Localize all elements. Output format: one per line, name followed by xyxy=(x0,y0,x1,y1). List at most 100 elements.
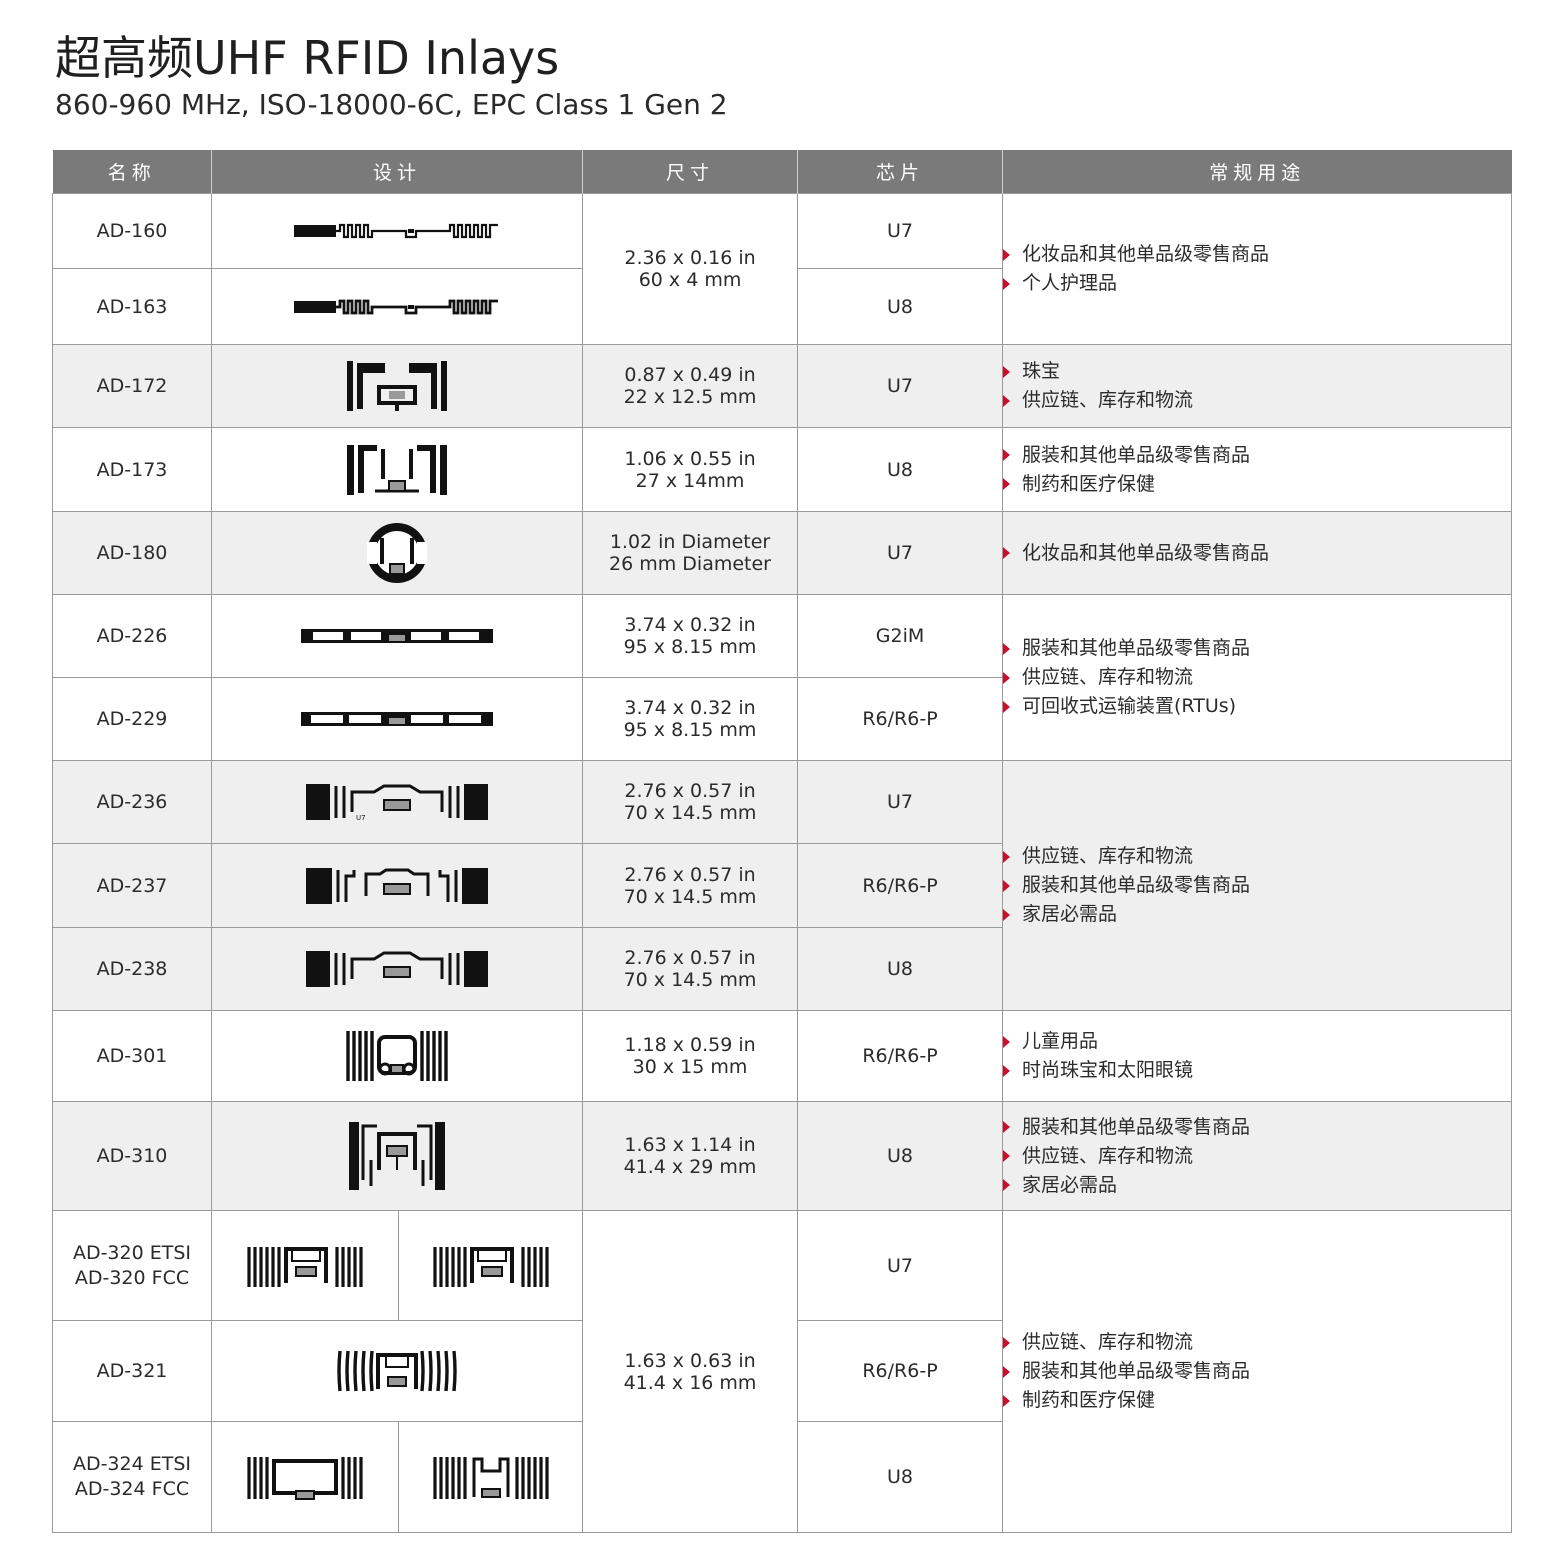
inlay-name-etsi: AD-320 ETSI xyxy=(72,1241,192,1264)
size-inches: 3.74 x 0.32 in xyxy=(624,614,756,636)
size-inches: 3.74 x 0.32 in xyxy=(624,697,756,719)
table-row: AD-229 3.74 x 0.32 in 95 x 8.15 mm R6/R6… xyxy=(52,677,1512,761)
usage-text: 服装和其他单品级零售商品 xyxy=(1022,637,1251,659)
inlay-size: 0.87 x 0.49 in 22 x 12.5 mm xyxy=(582,344,799,428)
usage-text: 服装和其他单品级零售商品 xyxy=(1022,1360,1251,1382)
usage-text: 个人护理品 xyxy=(1022,272,1118,294)
usage-text: 供应链、库存和物流 xyxy=(1022,845,1194,867)
inlay-chip: U8 xyxy=(797,927,1004,1011)
inlay-chip: G2iM xyxy=(797,594,1004,678)
inlay-size: 2.36 x 0.16 in 60 x 4 mm xyxy=(582,193,799,345)
size-inches: 1.63 x 0.63 in xyxy=(624,1349,756,1372)
usage-item: 时尚珠宝和太阳眼镜 xyxy=(1003,1056,1511,1085)
inlay-chip: R6/R6-P xyxy=(797,677,1004,761)
table-row: AD-173 1.06 x 0.55 in 27 x 14mm U8 xyxy=(52,427,1513,512)
bullet-triangle-icon xyxy=(1003,449,1011,461)
usage-item: 供应链、库存和物流 xyxy=(1003,663,1511,692)
inlay-name: AD-226 xyxy=(52,594,212,678)
inlay-design-fcc xyxy=(397,1210,584,1321)
inlay-name-fcc: AD-320 FCC xyxy=(74,1266,190,1289)
usage-text: 制药和医疗保健 xyxy=(1022,1389,1156,1411)
size-mm: 95 x 8.15 mm xyxy=(623,719,757,741)
bullet-triangle-icon xyxy=(1003,394,1011,407)
ad320-etsi-inlay-image xyxy=(247,1246,363,1287)
inlay-name: AD-172 xyxy=(52,344,212,428)
ad238-inlay-image xyxy=(306,951,488,987)
size-mm: 26 mm Diameter xyxy=(609,553,771,575)
usage-item: 儿童用品 xyxy=(1003,1027,1511,1056)
usage-item: 化妆品和其他单品级零售商品 xyxy=(1003,539,1511,568)
bullet-triangle-icon xyxy=(1003,671,1011,684)
usage-item: 可回收式运输装置(RTUs) xyxy=(1003,692,1511,721)
usage-text: 化妆品和其他单品级零售商品 xyxy=(1022,243,1270,265)
bullet-triangle-icon xyxy=(1003,478,1011,490)
bullet-triangle-icon xyxy=(1003,908,1011,921)
inlay-design xyxy=(210,1320,584,1422)
usage-item: 服装和其他单品级零售商品 xyxy=(1003,441,1511,470)
inlay-design-etsi xyxy=(211,1210,399,1321)
inlay-usage: 供应链、库存和物流 服装和其他单品级零售商品 家居必需品 xyxy=(1002,760,1513,1011)
table-header-row: 名称 设计 尺寸 芯片 常规用途 xyxy=(52,150,1512,194)
inlay-name: AD-320 ETSI AD-320 FCC xyxy=(52,1210,212,1321)
usage-text: 供应链、库存和物流 xyxy=(1022,1144,1194,1167)
usage-text: 儿童用品 xyxy=(1022,1030,1099,1052)
inlay-design xyxy=(210,677,584,761)
inlay-size: 2.76 x 0.57 in 70 x 14.5 mm xyxy=(582,843,799,928)
inlay-chip: R6/R6-P xyxy=(797,1010,1004,1102)
inlay-name: AD-238 xyxy=(52,927,212,1011)
size-mm: 41.4 x 29 mm xyxy=(623,1156,757,1178)
usage-text: 供应链、库存和物流 xyxy=(1022,389,1194,411)
table-row: AD-236 U7 2.76 x 0.57 in 70 x 14.5 mm U7… xyxy=(52,760,1513,1011)
inlay-usage: 服装和其他单品级零售商品 供应链、库存和物流 家居必需品 xyxy=(1002,1101,1513,1211)
ad180-inlay-image xyxy=(367,523,427,583)
size-inches: 1.02 in Diameter xyxy=(609,531,771,553)
inlay-name: AD-310 xyxy=(52,1101,212,1211)
inlay-size: 3.74 x 0.32 in 95 x 8.15 mm xyxy=(582,594,799,678)
usage-text: 家居必需品 xyxy=(1022,1173,1118,1196)
ad237-inlay-image xyxy=(306,867,488,904)
table-row: AD-226 3.74 x 0.32 in 95 x 8.15 mm G2iM … xyxy=(52,594,1513,761)
usage-text: 供应链、库存和物流 xyxy=(1022,1331,1194,1353)
ad324-fcc-inlay-image xyxy=(432,1457,549,1499)
chip-label: U7 xyxy=(356,814,366,822)
inlay-design xyxy=(210,193,584,269)
inlay-design: U7 xyxy=(210,760,584,844)
usage-item: 服装和其他单品级零售商品 xyxy=(1003,634,1511,663)
inlay-design xyxy=(210,1010,584,1102)
usage-item: 家居必需品 xyxy=(1003,1171,1511,1200)
size-inches: 0.87 x 0.49 in xyxy=(624,364,756,386)
ad229-inlay-image xyxy=(301,712,493,726)
ad321-inlay-image xyxy=(337,1350,457,1392)
table-row: AD-172 0.87 x 0.49 in 22 x 12.5 mm U7 珠宝 xyxy=(52,344,1513,428)
inlay-size: 1.63 x 1.14 in 41.4 x 29 mm xyxy=(582,1101,799,1211)
bullet-triangle-icon xyxy=(1003,1064,1011,1077)
ad301-inlay-image xyxy=(346,1031,448,1081)
usage-item: 化妆品和其他单品级零售商品 xyxy=(1003,240,1511,269)
usage-text: 可回收式运输装置(RTUs) xyxy=(1022,695,1237,717)
size-mm: 95 x 8.15 mm xyxy=(623,636,757,658)
usage-text: 服装和其他单品级零售商品 xyxy=(1022,443,1251,466)
size-inches: 2.36 x 0.16 in xyxy=(624,247,756,269)
page-title: 超高频UHF RFID Inlays xyxy=(55,31,560,85)
ad310-inlay-image xyxy=(349,1122,445,1190)
inlay-usage: 服装和其他单品级零售商品 供应链、库存和物流 可回收式运输装置(RTUs) xyxy=(1002,594,1513,761)
bullet-triangle-icon xyxy=(1003,642,1011,655)
page-subtitle: 860-960 MHz, ISO-18000-6C, EPC Class 1 G… xyxy=(55,88,728,121)
inlay-usage: 化妆品和其他单品级零售商品 个人护理品 xyxy=(1002,193,1513,345)
usage-text: 珠宝 xyxy=(1022,360,1061,382)
size-inches: 1.63 x 1.14 in xyxy=(624,1134,756,1156)
ad324-etsi-inlay-image xyxy=(247,1457,363,1500)
bullet-triangle-icon xyxy=(1003,547,1011,559)
inlay-name: AD-163 xyxy=(52,268,212,345)
size-inches: 2.76 x 0.57 in xyxy=(624,947,756,969)
inlay-size: 3.74 x 0.32 in 95 x 8.15 mm xyxy=(582,677,799,761)
ad320-fcc-inlay-image xyxy=(432,1246,549,1287)
header-design: 设计 xyxy=(211,150,584,194)
table-row: AD-310 1.63 x 1.14 in 41.4 x 29 mm U8 服装 xyxy=(52,1101,1513,1211)
bullet-triangle-icon xyxy=(1003,879,1011,892)
inlay-chip: U7 xyxy=(797,193,1004,269)
inlay-design-etsi xyxy=(211,1421,399,1533)
inlay-usage: 化妆品和其他单品级零售商品 xyxy=(1002,511,1513,595)
inlay-design xyxy=(210,927,584,1011)
size-inches: 2.76 x 0.57 in xyxy=(624,780,756,802)
